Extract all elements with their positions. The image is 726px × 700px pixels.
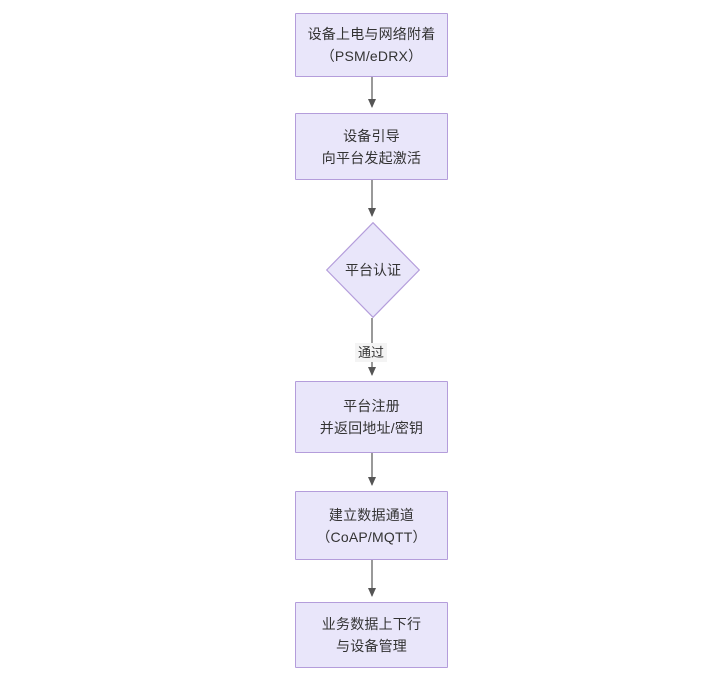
node-label: 设备引导 向平台发起激活 [321, 127, 422, 166]
node-platform-auth[interactable]: 平台认证 [326, 222, 420, 318]
node-label: 平台注册 并返回地址/密钥 [319, 398, 424, 436]
node-business-data[interactable]: 业务数据上下行 与设备管理 [295, 602, 448, 668]
node-data-channel[interactable]: 建立数据通道 （CoAP/MQTT） [295, 491, 448, 560]
node-device-bootstrap[interactable]: 设备引导 向平台发起激活 [295, 113, 448, 180]
node-label: 建立数据通道 （CoAP/MQTT） [316, 506, 427, 545]
node-label: 平台认证 [345, 262, 401, 278]
node-label: 业务数据上下行 与设备管理 [321, 616, 422, 654]
node-platform-register[interactable]: 平台注册 并返回地址/密钥 [295, 381, 448, 453]
node-label: 设备上电与网络附着 （PSM/eDRX） [307, 26, 436, 64]
node-device-power-on[interactable]: 设备上电与网络附着 （PSM/eDRX） [295, 13, 448, 77]
edge-label-pass: 通过 [355, 343, 388, 362]
diamond-shape [326, 222, 420, 318]
